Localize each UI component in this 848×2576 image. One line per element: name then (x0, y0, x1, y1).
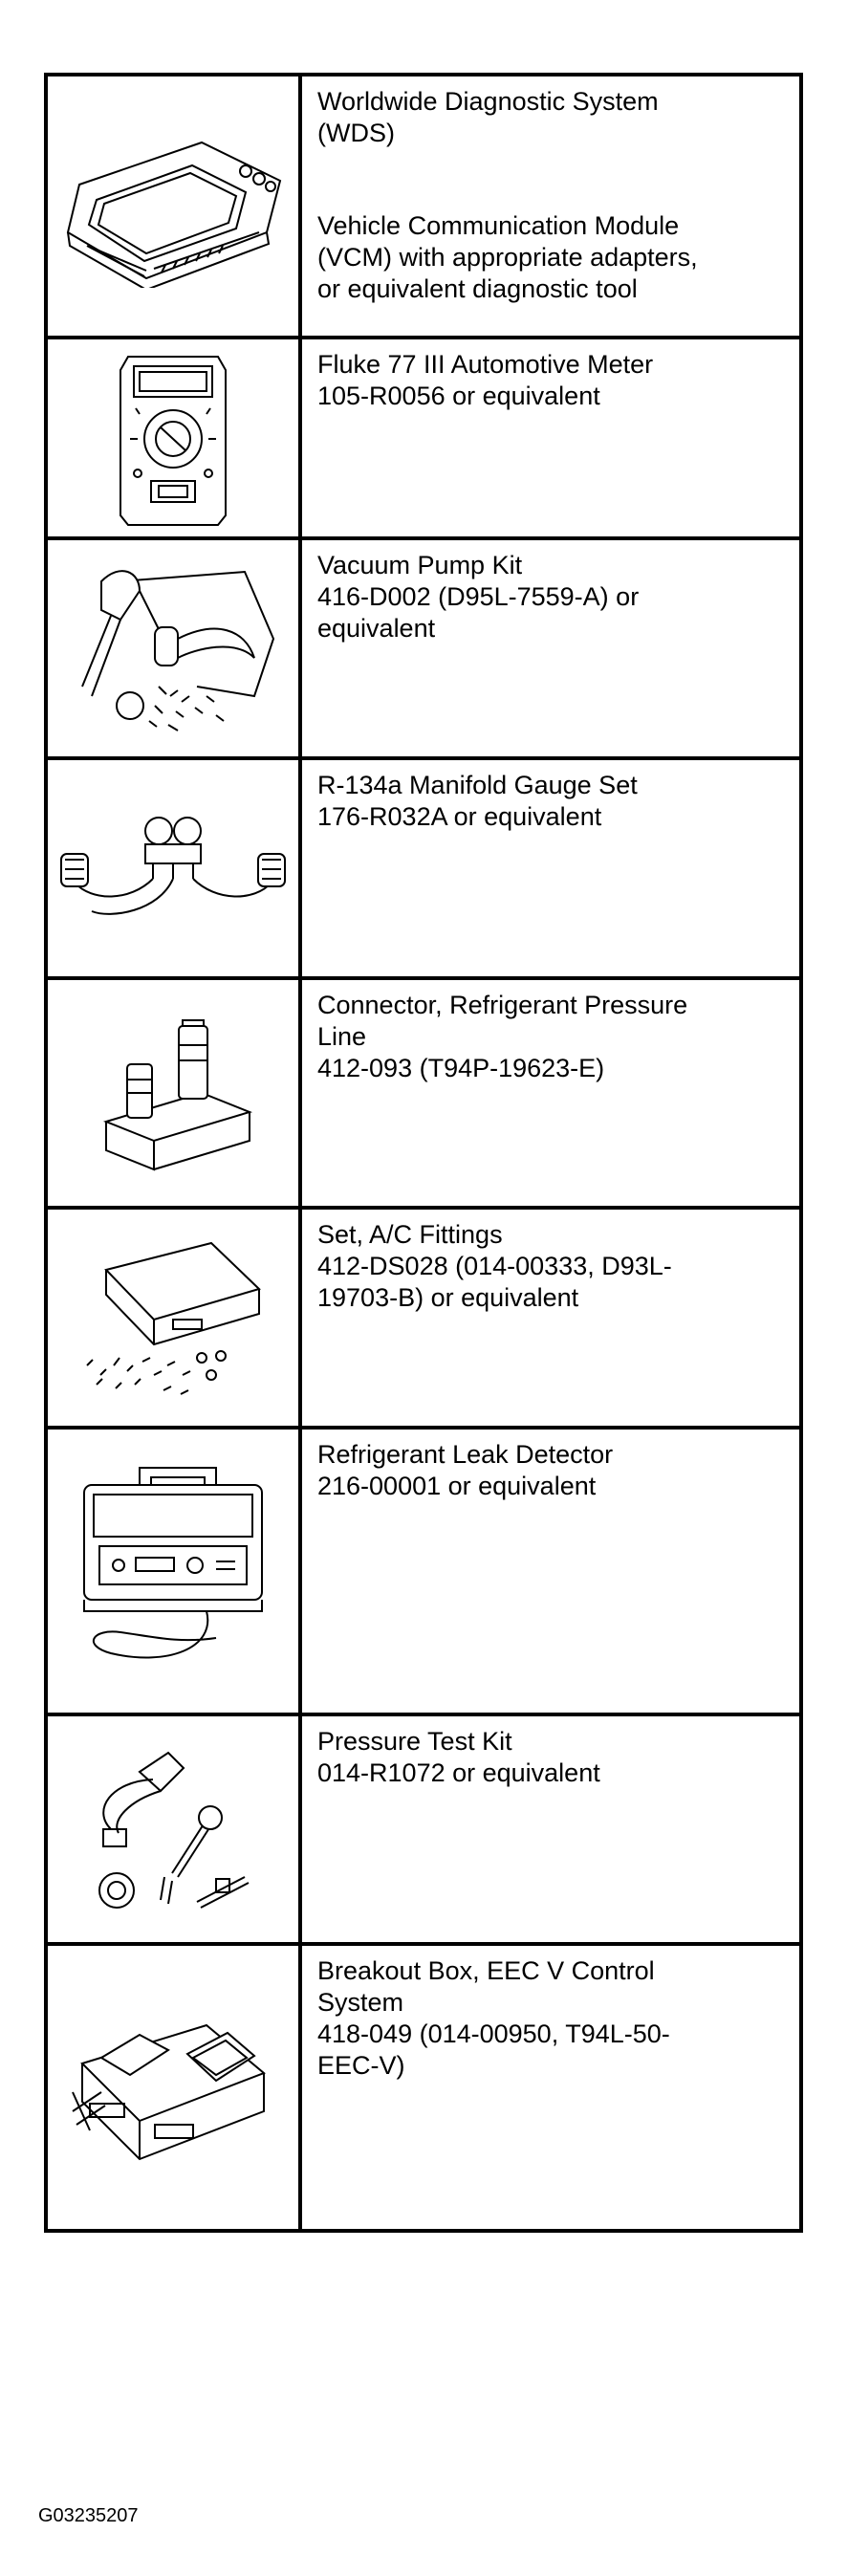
tool-row: R-134a Manifold Gauge Set 176-R032A or e… (44, 756, 803, 980)
tool-line: equivalent (317, 614, 436, 643)
tool-line: 412-DS028 (014-00333, D93L- (317, 1252, 672, 1280)
special-tools-table: Worldwide Diagnostic System (WDS) Vehicl… (44, 73, 803, 2233)
tool-line: System (317, 1988, 404, 2017)
tool-line: 412-093 (T94P-19623-E) (317, 1054, 605, 1082)
tool-line: 19703-B) or equivalent (317, 1283, 579, 1312)
tool-row: Fluke 77 III Automotive Meter 105-R0056 … (44, 336, 803, 540)
tool-description: Set, A/C Fittings 412-DS028 (014-00333, … (298, 1206, 803, 1430)
pressure-line-connector-icon (87, 1007, 259, 1179)
tool-description: Breakout Box, EEC V Control System 418-0… (298, 1942, 803, 2233)
tool-line: Vacuum Pump Kit (317, 551, 523, 579)
tool-row: Breakout Box, EEC V Control System 418-0… (44, 1942, 803, 2233)
tool-description: Connector, Refrigerant Pressure Line 412… (298, 976, 803, 1210)
manifold-gauge-icon (54, 806, 293, 930)
tool-image-cell (44, 1942, 302, 2233)
tool-line: 014-R1072 or equivalent (317, 1758, 600, 1787)
tool-row: Vacuum Pump Kit 416-D002 (D95L-7559-A) o… (44, 536, 803, 760)
tool-line: Set, A/C Fittings (317, 1220, 503, 1249)
tool-line: (VCM) with appropriate adapters, (317, 243, 698, 272)
tool-description: Refrigerant Leak Detector 216-00001 or e… (298, 1426, 803, 1716)
tool-line: 105-R0056 or equivalent (317, 382, 600, 410)
tool-line: or equivalent diagnostic tool (317, 274, 638, 303)
tool-image-cell (44, 976, 302, 1210)
tool-row: Set, A/C Fittings 412-DS028 (014-00333, … (44, 1206, 803, 1430)
diagnostic-tablet-icon (58, 125, 288, 288)
pressure-test-kit-icon (73, 1734, 273, 1925)
tool-description: Vacuum Pump Kit 416-D002 (D95L-7559-A) o… (298, 536, 803, 760)
tool-image-cell (44, 1426, 302, 1716)
tool-line: Line (317, 1022, 367, 1051)
tool-description: R-134a Manifold Gauge Set 176-R032A or e… (298, 756, 803, 980)
tool-row: Worldwide Diagnostic System (WDS) Vehicl… (44, 73, 803, 339)
tool-line: 416-D002 (D95L-7559-A) or (317, 582, 640, 611)
multimeter-icon (101, 347, 245, 529)
tool-line: R-134a Manifold Gauge Set (317, 771, 638, 799)
tool-line: Fluke 77 III Automotive Meter (317, 350, 654, 379)
tool-line: Worldwide Diagnostic System (317, 87, 659, 116)
breakout-box-icon (63, 1997, 283, 2178)
tool-row: Connector, Refrigerant Pressure Line 412… (44, 976, 803, 1210)
leak-detector-icon (73, 1456, 273, 1686)
tool-line: Vehicle Communication Module (317, 211, 680, 240)
tool-image-cell (44, 1206, 302, 1430)
tool-line: 176-R032A or equivalent (317, 802, 602, 831)
tool-description: Pressure Test Kit 014-R1072 or equivalen… (298, 1713, 803, 1946)
tool-line: 418-049 (014-00950, T94L-50- (317, 2019, 670, 2048)
tool-row: Pressure Test Kit 014-R1072 or equivalen… (44, 1713, 803, 1946)
tool-description: Worldwide Diagnostic System (WDS) Vehicl… (298, 73, 803, 339)
tool-line: Connector, Refrigerant Pressure (317, 991, 688, 1019)
figure-id: G03235207 (38, 2505, 139, 2526)
vacuum-pump-icon (63, 553, 283, 744)
tool-image-cell (44, 73, 302, 339)
tool-image-cell (44, 1713, 302, 1946)
tool-line: EEC-V) (317, 2051, 405, 2080)
tool-description: Fluke 77 III Automotive Meter 105-R0056 … (298, 336, 803, 540)
tool-row: Refrigerant Leak Detector 216-00001 or e… (44, 1426, 803, 1716)
tool-image-cell (44, 536, 302, 760)
tool-line: Pressure Test Kit (317, 1727, 512, 1756)
fittings-case-icon (68, 1232, 278, 1404)
tool-image-cell (44, 336, 302, 540)
tool-image-cell (44, 756, 302, 980)
tool-line: (WDS) (317, 119, 395, 147)
tool-line: Breakout Box, EEC V Control (317, 1956, 655, 1985)
tool-line: Refrigerant Leak Detector (317, 1440, 614, 1469)
tool-line: 216-00001 or equivalent (317, 1472, 597, 1500)
